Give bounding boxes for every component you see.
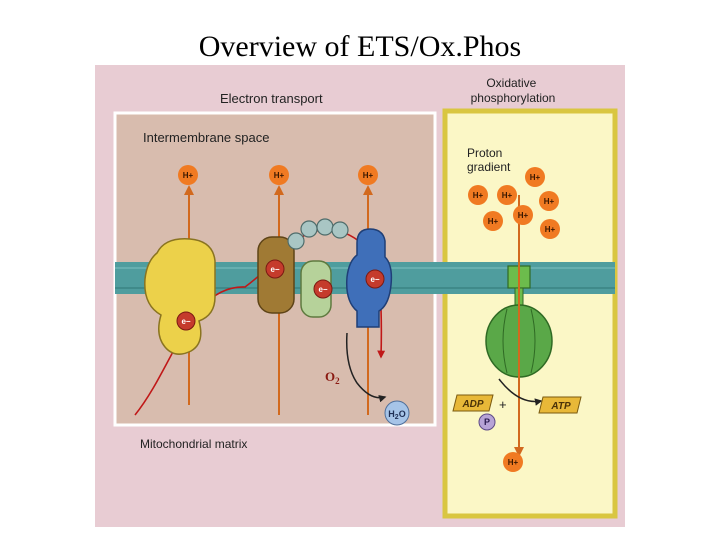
proton-ion: H+ (269, 165, 289, 185)
svg-text:H+: H+ (473, 191, 484, 200)
atp-molecule: ATP (538, 396, 582, 414)
phosphate: P (478, 413, 496, 431)
svg-text:H+: H+ (488, 217, 499, 226)
proton-ion: H+ (539, 191, 559, 211)
svg-text:H+: H+ (274, 171, 285, 180)
cytochrome-c-bead (331, 221, 349, 239)
adp-molecule: ADP (452, 394, 494, 412)
electron: e− (365, 269, 385, 289)
proton-ion: H+ (513, 205, 533, 225)
proton-ion: H+ (468, 185, 488, 205)
svg-text:H+: H+ (518, 211, 529, 220)
slide-title: Overview of ETS/Ox.Phos (198, 30, 522, 63)
plus-sign: + (499, 397, 507, 412)
electron: e− (265, 259, 285, 279)
cytochrome-c-bead (300, 220, 318, 238)
svg-text:H+: H+ (363, 171, 374, 180)
electron: e− (313, 279, 333, 299)
svg-text:H+: H+ (508, 458, 519, 467)
svg-text:H+: H+ (183, 171, 194, 180)
electron-transport-label: Electron transport (220, 91, 323, 106)
mitochondrial-matrix-label: Mitochondrial matrix (140, 437, 247, 451)
intermembrane-space-label: Intermembrane space (143, 130, 269, 145)
svg-text:P: P (484, 417, 490, 427)
proton-ion: H+ (497, 185, 517, 205)
svg-text:H+: H+ (530, 173, 541, 182)
complex-one (144, 238, 216, 355)
water-molecule: H2O (384, 400, 410, 426)
svg-text:H+: H+ (544, 197, 555, 206)
svg-text:e−: e− (181, 317, 190, 326)
proton-ion: H+ (178, 165, 198, 185)
proton-ion: H+ (525, 167, 545, 187)
ets-oxphos-figure: Electron transport Oxidative phosphoryla… (95, 65, 625, 527)
svg-text:H+: H+ (502, 191, 513, 200)
svg-text:H+: H+ (545, 225, 556, 234)
cytochrome-c-bead (287, 232, 305, 250)
proton-ion: H+ (540, 219, 560, 239)
proton-ion: H+ (358, 165, 378, 185)
svg-text:e−: e− (370, 275, 379, 284)
cytochrome-c-bead (316, 218, 334, 236)
adp-to-atp-arrow (498, 378, 543, 406)
oxidative-phosphorylation-label: Oxidative phosphorylation (471, 76, 556, 105)
svg-text:H2O: H2O (388, 409, 405, 421)
proton-ion: H+ (503, 452, 523, 472)
oxygen-to-water-arrow (345, 332, 387, 403)
svg-text:e−: e− (318, 285, 327, 294)
svg-text:ATP: ATP (550, 401, 571, 412)
electron: e− (176, 311, 196, 331)
svg-text:ADP: ADP (461, 399, 483, 410)
proton-gradient-label: Proton gradient (467, 146, 511, 174)
proton-ion: H+ (483, 211, 503, 231)
svg-text:e−: e− (270, 265, 279, 274)
